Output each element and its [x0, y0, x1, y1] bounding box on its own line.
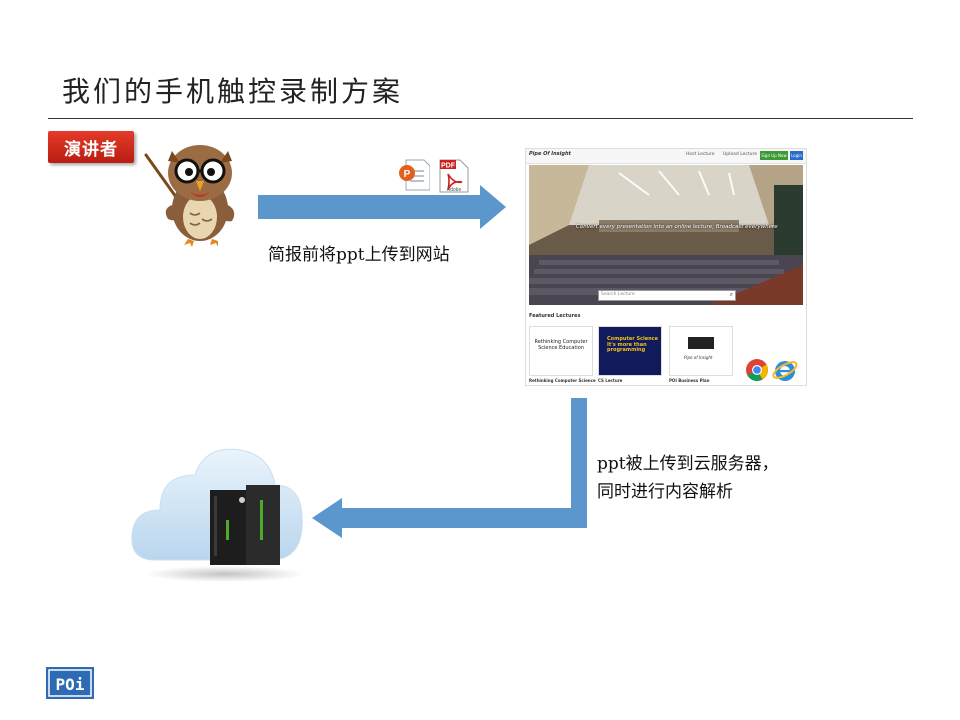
thumb-text: Rethinking Computer Science Education: [534, 339, 588, 351]
internet-explorer-icon: [772, 361, 798, 381]
server-caption-line1: ppt被上传到云服务器，: [597, 454, 779, 474]
pdf-file-icon: PDF Adobe: [439, 159, 469, 193]
featured-heading: Featured Lectures: [529, 313, 581, 319]
poi-mini-logo: [688, 337, 714, 349]
chrome-icon: [746, 359, 768, 381]
cloud-server-icon: [131, 448, 305, 582]
website-screenshot: Pipe Of Insight Host Lecture Upload Lect…: [525, 148, 807, 386]
slide-title: 我们的手机触控录制方案: [62, 75, 404, 108]
presenter-badge: 演讲者: [48, 131, 134, 163]
lecture-search-input[interactable]: Search Lecture ⌕: [598, 290, 736, 301]
hero-tagline: Convert every presentation into an onlin…: [576, 224, 778, 230]
host-lecture-link[interactable]: Host Lecture: [686, 152, 715, 157]
lecture-thumbnail-1[interactable]: Rethinking Computer Science Education: [529, 326, 593, 376]
powerpoint-file-icon: P: [399, 159, 430, 191]
upload-caption: 简报前将ppt上传到网站: [268, 245, 450, 265]
title-divider: [48, 118, 913, 119]
server-caption: ppt被上传到云服务器， 同时进行内容解析: [597, 450, 779, 506]
svg-text:P: P: [404, 169, 411, 180]
pdf-label-bottom: Adobe: [447, 187, 462, 193]
server-caption-line2: 同时进行内容解析: [597, 482, 733, 502]
lecture-caption[interactable]: POI Business Plan: [669, 378, 710, 383]
site-navbar: Pipe Of Insight Host Lecture Upload Lect…: [526, 149, 806, 164]
lecture-thumbnail-2[interactable]: Computer Science It's more than programm…: [598, 326, 662, 376]
owl-presenter-icon: [144, 145, 235, 247]
pdf-label-top: PDF: [441, 163, 456, 170]
thumb-text: Pipe of Insight: [684, 355, 713, 360]
search-icon[interactable]: ⌕: [729, 291, 733, 298]
lecture-caption[interactable]: CS Lecture: [598, 378, 623, 383]
upload-lecture-link[interactable]: Upload Lecture: [723, 152, 758, 157]
poi-logo-icon: POi: [46, 667, 94, 699]
lecture-thumbnail-3[interactable]: Pipe of Insight: [669, 326, 733, 376]
lecture-caption[interactable]: Rethinking Computer Science: [529, 378, 596, 383]
poi-logo-text: POi: [56, 675, 85, 694]
site-brand[interactable]: Pipe Of Insight: [529, 151, 571, 157]
lecture-hall-image: [529, 165, 803, 305]
upload-arrow: [258, 185, 506, 229]
sign-up-button[interactable]: Sign Up Now: [760, 151, 788, 160]
login-button[interactable]: Login: [790, 151, 803, 160]
server-arrow: [312, 398, 587, 538]
thumb-text: Computer Science It's more than programm…: [607, 336, 659, 353]
search-placeholder: Search Lecture: [601, 292, 635, 297]
